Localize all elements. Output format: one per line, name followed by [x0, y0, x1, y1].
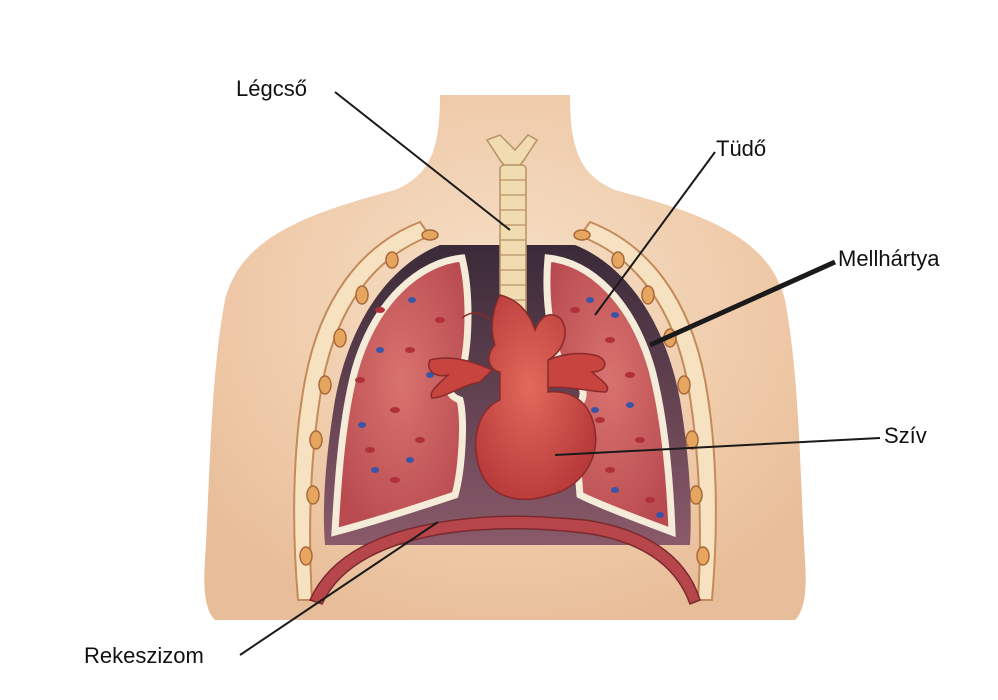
label-pleura: Mellhártya	[838, 248, 939, 270]
label-lung: Tüdő	[716, 138, 766, 160]
label-diaphragm: Rekeszizom	[84, 645, 204, 667]
label-trachea: Légcső	[236, 78, 307, 100]
label-heart: Szív	[884, 425, 927, 447]
